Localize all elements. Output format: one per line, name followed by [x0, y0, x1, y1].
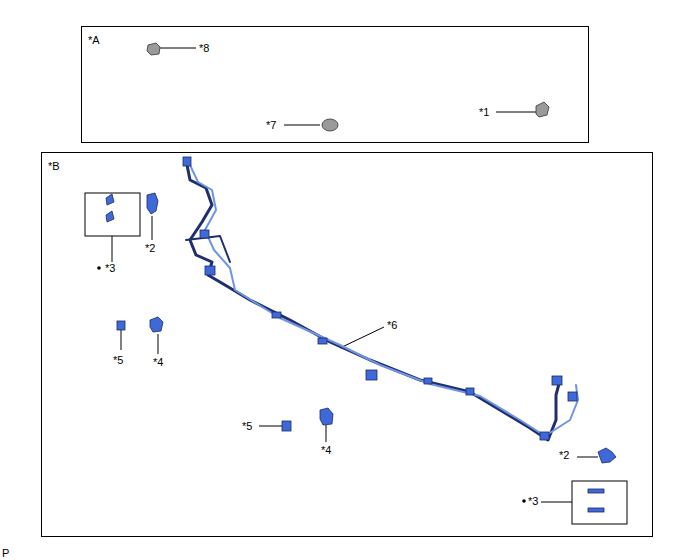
callout-number: *4: [153, 356, 163, 369]
callout-number: *6: [387, 319, 397, 332]
callout-number: *2: [145, 242, 155, 255]
callout-number: *3: [105, 262, 115, 275]
callout-number: *2: [559, 449, 569, 462]
panel-heading: *B: [48, 160, 60, 172]
panel-heading: *A: [88, 34, 100, 46]
callout-number: *7: [266, 119, 276, 132]
callout-number: *5: [113, 354, 123, 367]
callout-number: *4: [321, 444, 331, 457]
callout-number: *1: [479, 106, 489, 119]
callout-number: *5: [242, 420, 252, 433]
page-mark: P: [2, 547, 9, 560]
callout-number: *8: [199, 42, 209, 55]
view-panel: *B: [41, 152, 653, 537]
view-panel: *A: [81, 26, 589, 143]
callout-number: *3: [528, 495, 538, 508]
